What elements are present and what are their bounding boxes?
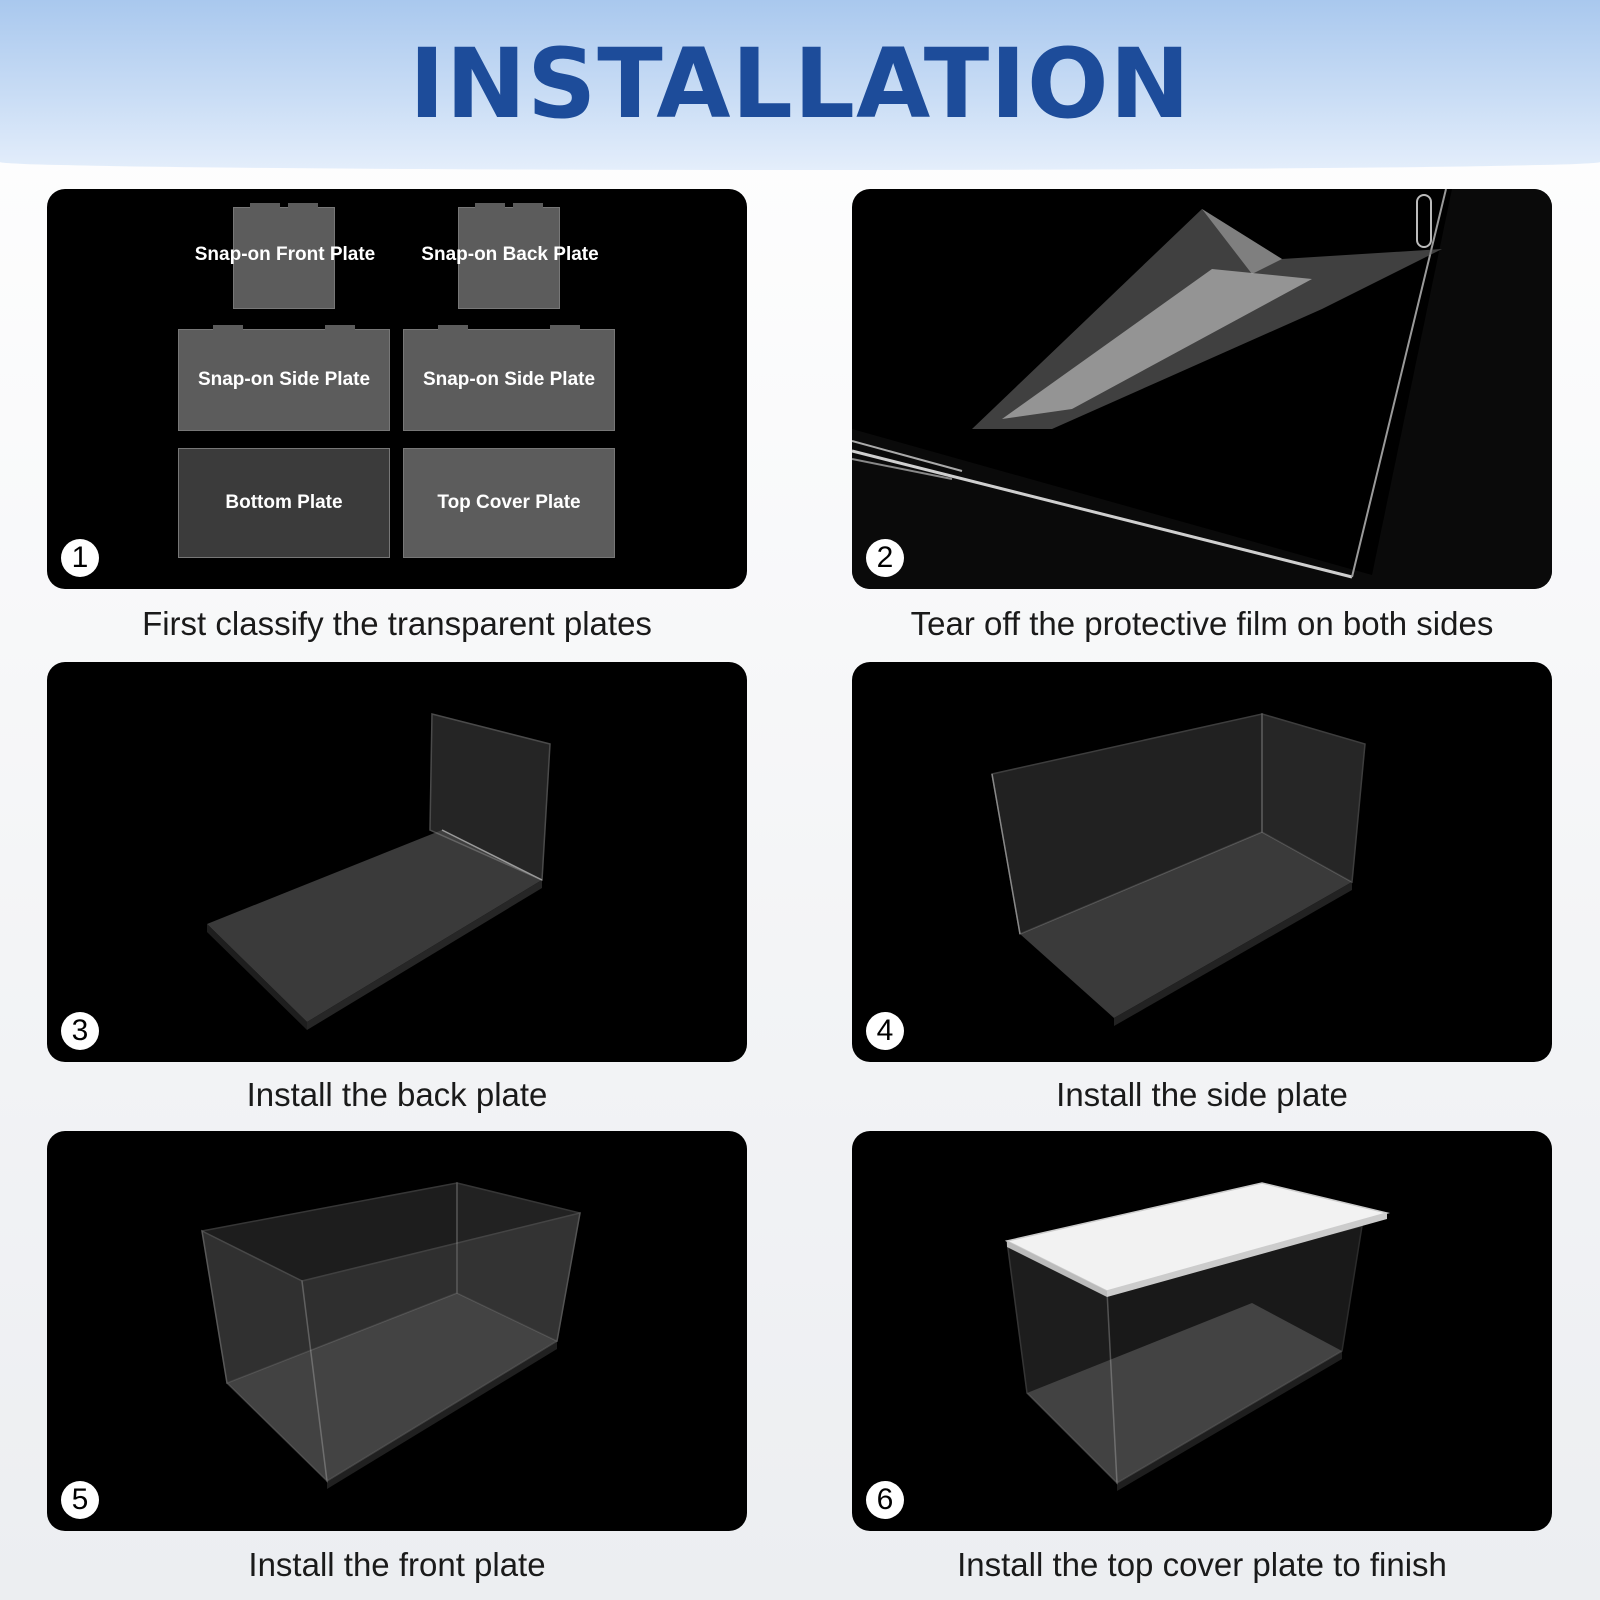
step-5-panel: 5 [47,1131,747,1531]
front-plate-label: Snap-on Front Plate [194,244,376,265]
step-2-number: 2 [866,539,904,577]
step-1-panel: Snap-on Front Plate Snap-on Back Plate S… [47,189,747,589]
header-banner: INSTALLATION [0,0,1600,170]
side-plate-2: Snap-on Side Plate [403,325,615,431]
top-cover-install-illustration [1004,1182,1390,1491]
step-1-number: 1 [61,539,99,577]
step-6-panel: 6 [852,1131,1552,1531]
side-plate-1-label: Snap-on Side Plate [197,369,371,390]
step-3-caption: Install the back plate [246,1076,548,1113]
back-plate: Snap-on Back Plate [421,203,599,309]
step-6-number: 6 [866,1481,904,1519]
bottom-plate: Bottom Plate [178,448,390,558]
step-6-caption: Install the top cover plate to finish [957,1546,1447,1583]
front-plate-install-illustration [201,1182,581,1489]
step-2-panel: 2 [852,189,1552,589]
back-plate-label: Snap-on Back Plate [421,244,599,265]
step-2-caption: Tear off the protective film on both sid… [910,605,1494,642]
step-1-caption: First classify the transparent plates [142,605,652,642]
back-plate-install-illustration [207,713,551,1030]
step-5-caption: Install the front plate [248,1546,546,1583]
side-plate-install-illustration [991,713,1366,1026]
side-plate-2-label: Snap-on Side Plate [422,369,596,390]
side-plate-1: Snap-on Side Plate [178,325,390,431]
step-4-number: 4 [866,1012,904,1050]
page-title: INSTALLATION [409,28,1191,140]
top-cover-plate-label: Top Cover Plate [437,492,581,513]
step-5-number: 5 [61,1481,99,1519]
top-cover-plate: Top Cover Plate [403,448,615,558]
step-3-number: 3 [61,1012,99,1050]
step-3-panel: 3 [47,662,747,1062]
protective-film-illustration [852,189,1552,589]
front-plate: Snap-on Front Plate [195,203,375,309]
step-4-panel: 4 [852,662,1552,1062]
step-4-caption: Install the side plate [1056,1076,1348,1113]
bottom-plate-label: Bottom Plate [225,492,343,513]
